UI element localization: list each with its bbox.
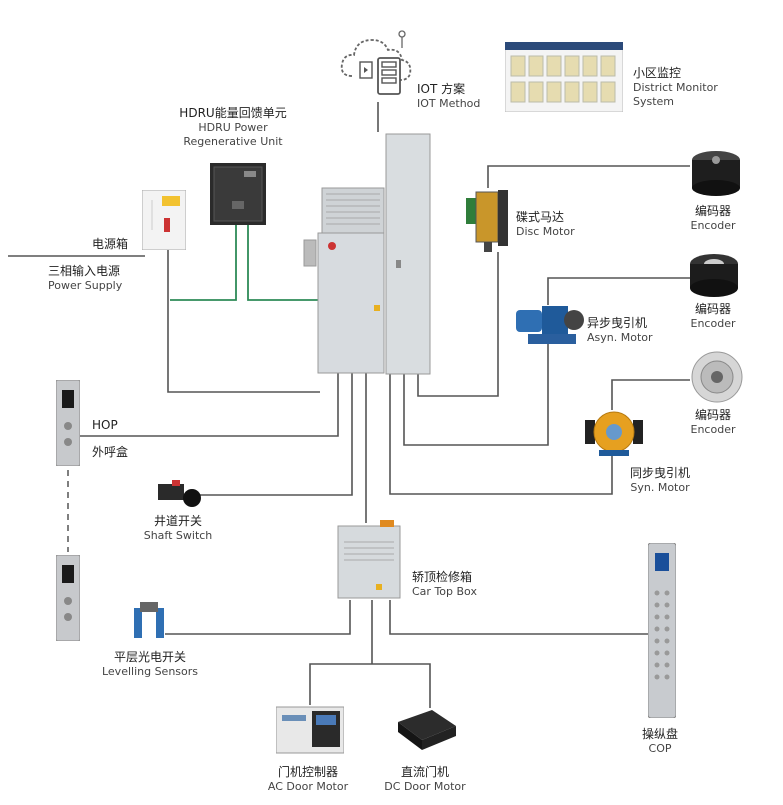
disc-motor [466,190,508,252]
hdru-label: HDRU能量回馈单元 HDRU Power Regenerative Unit [179,106,286,149]
district-label-en1: District Monitor [633,81,718,94]
encoder-2 [690,254,738,297]
hdru-unit [210,163,266,225]
cop-label-cn: 操纵盘 [641,727,679,741]
encoder1-label-cn: 编码器 [694,204,732,218]
encoder1-label-en: Encoder [690,219,736,232]
encoder-1 [692,151,740,196]
encoder3-label-cn: 编码器 [694,408,732,422]
shaft-switch-label-cn: 井道开关 [153,514,202,528]
hop-label-en: HOP [92,418,118,432]
ac-door-label-cn: 门机控制器 [277,765,338,779]
wire-power-box [167,248,320,393]
encoder2-label: 编码器 Encoder [691,302,736,331]
power-supply-label-en: Power Supply [48,279,123,292]
encoder1-label: 编码器 Encoder [691,204,736,233]
levelling-label-en: Levelling Sensors [101,665,199,678]
wire-hdru-1 [170,222,237,301]
levelling-label: 平层光电开关 Levelling Sensors [102,650,198,679]
wire-encoder1 [487,165,690,188]
disc-motor-label-cn: 碟式马达 [516,210,565,224]
power-supply-label: 三相输入电源 Power Supply [48,264,122,293]
wire-hop [78,372,339,437]
wire-cop [389,600,650,635]
wire-asyn-motor [403,340,549,446]
power-supply-label-cn: 三相输入电源 [48,264,121,278]
power-box [142,190,186,250]
encoder3-label: 编码器 Encoder [691,408,736,437]
iot-label: IOT 方案 IOT Method [417,82,480,111]
iot-label-cn: IOT 方案 [417,82,466,96]
syn-motor-label-cn: 同步曳引机 [629,466,691,480]
wire-hdru-2 [247,222,318,301]
car-top-label-en: Car Top Box [412,585,477,598]
asyn-motor-label: 异步曳引机 Asyn. Motor [587,316,653,345]
shaft-switch-label-en: Shaft Switch [143,529,213,542]
district-label-en2: System [633,94,675,108]
hop-panel-1 [56,380,80,466]
encoder2-label-cn: 编码器 [694,302,732,316]
encoder2-label-en: Encoder [690,317,736,330]
wire-encoder3 [611,379,690,410]
hop-panel-2 [56,555,80,641]
dc-door-label: 直流门机 DC Door Motor [384,765,465,794]
shaft-switch [158,480,201,507]
cop-label-en: COP [648,742,672,755]
wire-syn-motor [389,372,613,495]
ac-door-label-en: AC Door Motor [267,780,349,793]
encoder-3 [691,351,743,403]
control-cabinet [303,133,431,375]
cop-panel [648,543,676,718]
levelling-label-cn: 平层光电开关 [113,650,187,664]
hdru-label-en2: Regenerative Unit [183,134,283,148]
asyn-motor-label-en: Asyn. Motor [587,331,653,344]
asyn-motor-label-cn: 异步曳引机 [587,316,648,330]
district-label-cn: 小区监控 [633,66,682,80]
power-box-label: 电源箱 [92,237,129,251]
hop-label-cn: 外呼盒 [92,445,129,459]
dc-door-label-en: DC Door Motor [384,780,466,793]
syn-motor [585,411,643,456]
levelling-sensor [134,602,164,638]
shaft-switch-label: 井道开关 Shaft Switch [144,514,213,543]
dc-door-label-cn: 直流门机 [400,765,450,779]
ac-door-controller [276,706,344,754]
car-top-label-cn: 轿顶检修箱 [412,570,473,584]
disc-motor-label: 碟式马达 Disc Motor [516,210,575,239]
disc-motor-label-en: Disc Motor [516,225,575,238]
hdru-label-en1: HDRU Power [198,121,268,134]
cop-label: 操纵盘 COP [642,727,678,756]
district-monitor-screen [505,42,623,112]
wire-encoder2 [547,277,690,305]
ac-door-label: 门机控制器 AC Door Motor [268,765,348,794]
dc-door-motor [398,710,456,750]
car-top-label: 轿顶检修箱 Car Top Box [412,570,477,599]
asyn-motor [516,306,584,344]
hdru-label-cn: HDRU能量回馈单元 [179,106,287,120]
district-label: 小区监控 District Monitor System [633,66,718,109]
iot-label-en: IOT Method [417,97,481,110]
syn-motor-label: 同步曳引机 Syn. Motor [630,466,690,495]
iot-cloud-icon [340,30,412,95]
wire-door-branch [309,663,431,708]
car-top-box [337,520,401,599]
wire-shaft [195,372,353,496]
wire-levelling [165,600,351,635]
wire-disc-motor [417,252,499,397]
syn-motor-label-en: Syn. Motor [630,481,690,494]
encoder3-label-en: Encoder [690,423,736,436]
